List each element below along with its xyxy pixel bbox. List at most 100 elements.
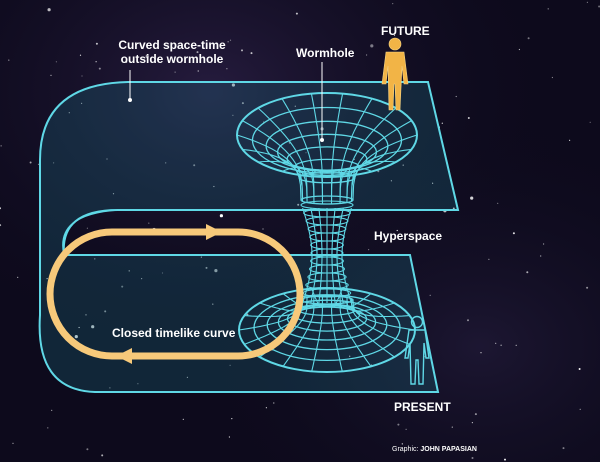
star xyxy=(165,162,167,164)
label-wormhole: Wormhole xyxy=(296,46,355,60)
star xyxy=(143,333,145,335)
throat-line xyxy=(336,207,344,304)
credit-prefix: Graphic: xyxy=(392,446,421,453)
label-hyperspace: Hyperspace xyxy=(374,229,443,243)
star xyxy=(12,442,14,444)
star xyxy=(128,270,130,272)
star xyxy=(231,83,235,87)
star xyxy=(81,75,83,77)
star xyxy=(175,56,177,58)
funnel-spoke xyxy=(330,288,343,308)
star xyxy=(480,352,482,354)
star xyxy=(228,436,230,438)
star xyxy=(392,3,394,5)
star xyxy=(37,163,40,165)
throat-line xyxy=(341,207,352,304)
star xyxy=(232,114,234,116)
funnel-spoke xyxy=(350,301,410,345)
star xyxy=(526,271,529,274)
star xyxy=(8,59,10,61)
star xyxy=(397,423,400,426)
wormhole-funnel-upper xyxy=(236,92,418,205)
star xyxy=(197,70,199,72)
star xyxy=(390,180,392,182)
star xyxy=(196,51,199,54)
star xyxy=(85,314,87,316)
star xyxy=(305,152,307,154)
funnel-spoke xyxy=(242,148,304,202)
star xyxy=(104,310,107,313)
star xyxy=(0,224,2,227)
star xyxy=(370,44,374,48)
star xyxy=(540,255,542,257)
star xyxy=(86,448,89,451)
star xyxy=(193,164,196,167)
star xyxy=(488,258,490,260)
star xyxy=(273,402,275,404)
label-curved-line1: Curved space-time xyxy=(118,38,226,52)
star xyxy=(219,214,223,218)
closed-timelike-curve xyxy=(46,228,304,360)
star xyxy=(455,95,457,98)
star xyxy=(441,122,443,124)
star xyxy=(50,74,52,76)
funnel-spoke xyxy=(339,166,373,204)
funnel-spoke xyxy=(236,134,302,201)
sheet-fold-inner xyxy=(62,209,119,256)
star xyxy=(226,68,228,70)
star xyxy=(246,313,249,316)
star xyxy=(241,49,243,52)
star xyxy=(471,422,473,424)
funnel-spoke xyxy=(310,93,324,197)
star xyxy=(543,243,545,245)
star xyxy=(29,161,32,164)
star xyxy=(262,228,264,230)
funnel-spoke xyxy=(352,134,418,201)
star xyxy=(53,162,55,164)
funnel-spoke xyxy=(281,98,315,197)
star xyxy=(94,258,96,260)
funnel-spoke xyxy=(350,120,412,199)
funnel-spoke xyxy=(346,302,395,358)
star xyxy=(78,326,80,329)
label-curved-spacetime: Curved space-time outside wormhole xyxy=(112,38,232,66)
star xyxy=(213,185,215,188)
funnel-spoke xyxy=(339,98,373,197)
star xyxy=(231,418,233,420)
label-closed-timelike-curve: Closed timelike curve xyxy=(112,326,236,340)
star xyxy=(368,249,370,251)
star xyxy=(432,182,434,184)
star xyxy=(125,60,128,63)
star xyxy=(148,222,150,224)
person-present-icon xyxy=(404,315,430,385)
star xyxy=(0,207,1,210)
star xyxy=(474,413,477,416)
star xyxy=(297,203,300,206)
wormhole-throat xyxy=(300,200,354,304)
star xyxy=(17,276,19,278)
star xyxy=(396,229,398,232)
funnel-spoke xyxy=(242,120,304,199)
star xyxy=(86,227,88,229)
star xyxy=(471,457,474,459)
star xyxy=(467,319,469,322)
star xyxy=(200,256,202,258)
star xyxy=(527,37,530,40)
star xyxy=(229,39,232,41)
star xyxy=(451,426,453,428)
star xyxy=(504,458,506,461)
star xyxy=(55,61,58,63)
star xyxy=(121,285,124,288)
throat-line xyxy=(310,207,318,304)
star xyxy=(109,387,111,389)
funnel-spoke xyxy=(350,298,410,318)
star xyxy=(212,303,214,305)
star xyxy=(81,102,83,104)
funnel-spoke xyxy=(346,160,396,203)
funnel-spoke xyxy=(282,293,315,309)
star xyxy=(586,286,589,289)
star xyxy=(161,272,164,274)
funnel-spoke xyxy=(311,303,324,372)
